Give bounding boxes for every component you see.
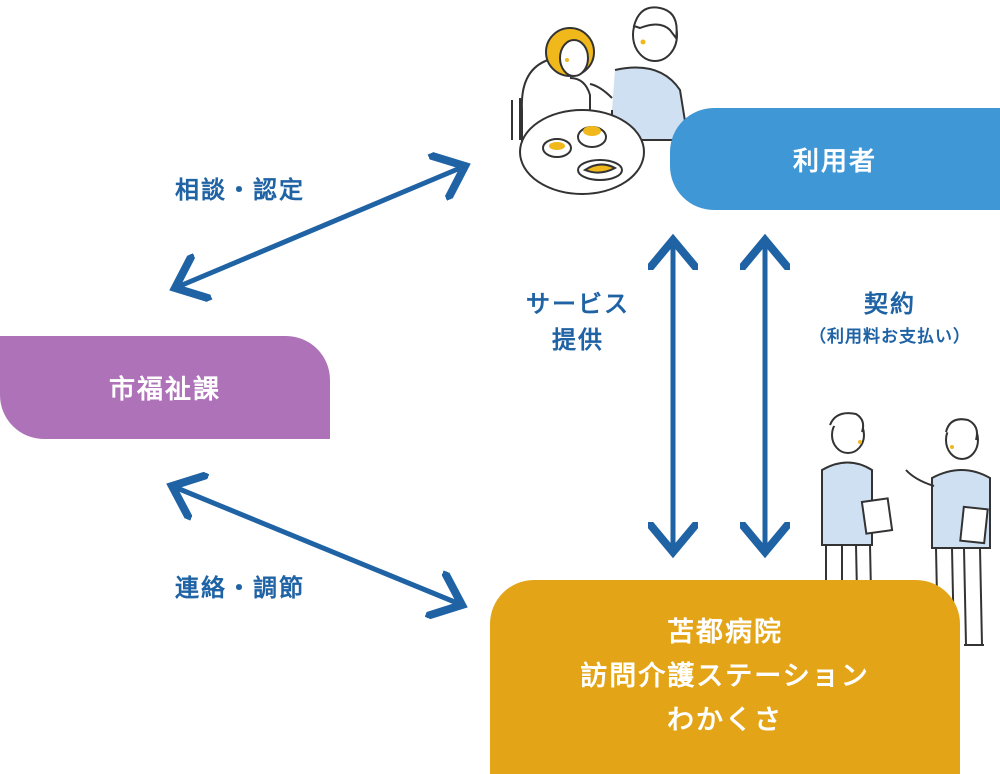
station-line-2: 訪問介護ステーション [580, 661, 870, 692]
service-line-1: サービス [526, 290, 630, 318]
node-city-label: 市福祉課 [108, 375, 221, 405]
edge-label-service: サービス 提供 [498, 286, 658, 358]
two-staff-with-clipboards-illustration [821, 412, 991, 646]
edge-label-contact: 連絡・調節 [175, 574, 305, 602]
arrow-user-city [175, 166, 465, 288]
arrow-city-station [172, 486, 462, 605]
caregiver-feeding-elderly-illustration [511, 6, 690, 195]
edge-label-consult: 相談・認定 [175, 176, 305, 204]
node-user: 利用者 [670, 108, 1000, 210]
node-care-station: 苫都病院 訪問介護ステーション わかくさ [490, 580, 960, 774]
contract-line-2: （利用料お支払い） [809, 327, 971, 347]
station-line-1: 苫都病院 [667, 617, 783, 648]
station-line-3: わかくさ [667, 705, 783, 736]
node-city-welfare: 市福祉課 [0, 336, 330, 439]
node-user-label: 利用者 [792, 146, 877, 177]
service-line-2: 提供 [552, 326, 604, 354]
contract-line-1: 契約 [864, 290, 916, 318]
edge-label-contract: 契約 （利用料お支払い） [790, 286, 990, 352]
